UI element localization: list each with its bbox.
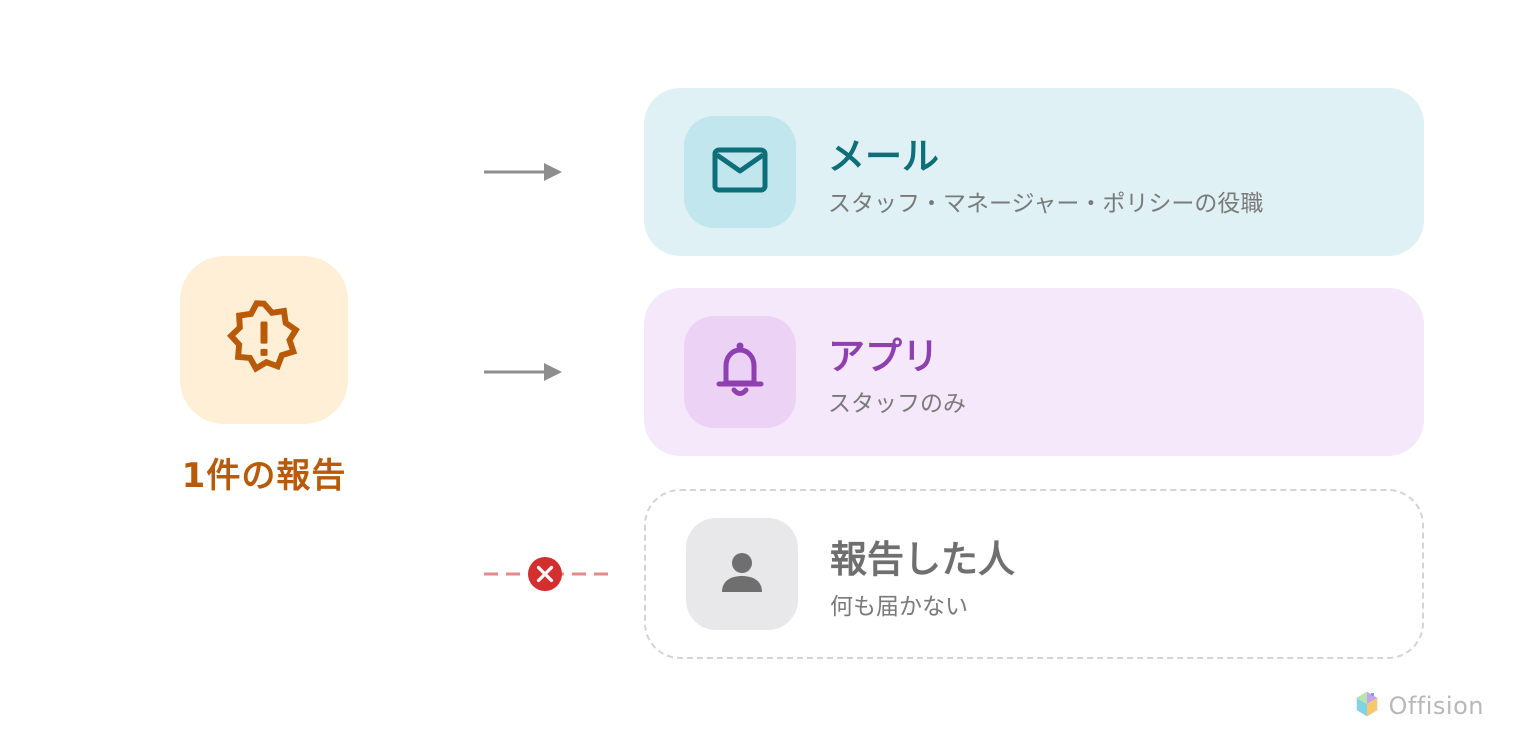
channel-title: アプリ xyxy=(828,335,939,378)
channel-subtitle: スタッフ・マネージャー・ポリシーの役職 xyxy=(828,191,1264,217)
channel-card-mail: メール スタッフ・マネージャー・ポリシーの役職 xyxy=(644,88,1424,256)
channel-subtitle: スタッフのみ xyxy=(828,391,966,417)
offision-logo-icon xyxy=(1354,690,1380,722)
arrow-to-app xyxy=(484,360,564,384)
mail-icon-tile xyxy=(684,116,796,228)
arrow-to-mail xyxy=(484,160,564,184)
brand-name: Offision xyxy=(1388,692,1484,720)
channel-card-reporter: 報告した人 何も届かない xyxy=(644,489,1424,659)
channel-title: メール xyxy=(828,135,939,178)
channel-title: 報告した人 xyxy=(830,538,1015,581)
report-source-label: 1件の報告 xyxy=(181,456,347,496)
brand: Offision xyxy=(1354,690,1484,722)
blocked-connector xyxy=(484,556,612,592)
person-icon xyxy=(720,550,764,598)
bell-icon-tile xyxy=(684,316,796,428)
bell-icon xyxy=(714,341,766,403)
channel-card-app: アプリ スタッフのみ xyxy=(644,288,1424,456)
report-source-tile xyxy=(180,256,348,424)
person-icon-tile xyxy=(686,518,798,630)
alert-badge-icon xyxy=(222,296,306,384)
channel-subtitle: 何も届かない xyxy=(830,594,968,620)
mail-icon xyxy=(712,147,768,197)
